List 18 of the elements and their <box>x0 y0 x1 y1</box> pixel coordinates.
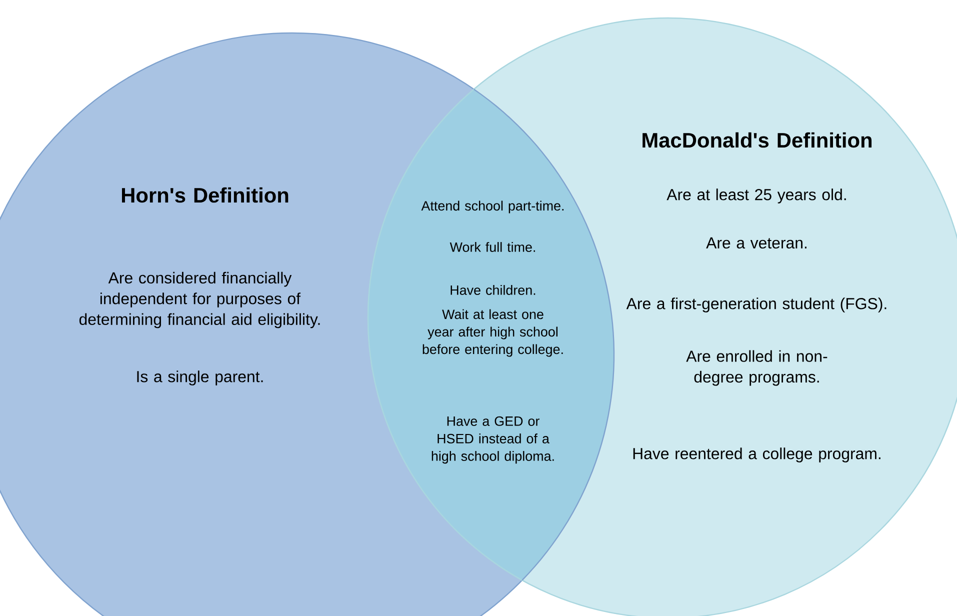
node-label: Are a veteran. <box>706 237 806 249</box>
circle-text: Horn's Definition Are considered financially independent for purposes of determining financial aid eligibility. Is a single parent. <box>79 187 320 386</box>
node-label: Horn's Definition <box>122 187 288 203</box>
node-label: Have children. <box>450 285 536 295</box>
node-label: Are enrolled in non-degree programs. <box>686 350 828 386</box>
node-label: Wait at least one year after high school before entering college. <box>422 309 563 357</box>
node-label: Work full time. <box>450 242 535 252</box>
node-label: Have reentered a college program. <box>633 448 880 462</box>
node-label: MacDonald's Definition <box>642 132 872 148</box>
circle-text: MacDonald's Definition Are at least 25 years old. Are a veteran. Are a first-generation student (FGS). Are enrolled in non-degree programs. Have reentered a college program. <box>626 132 886 462</box>
node-label: Is a single parent. <box>137 370 263 386</box>
node-label: Have a GED or HSED instead of a high school diploma. <box>432 416 554 464</box>
circle-text: Attend school part-time. Work full time. Have children. Wait at least one year after high school before entering college. Have a GED or HSED instead of a high school diploma. <box>421 200 564 464</box>
node-label: Are considered financially independent for purposes of determining financial aid eligibility. <box>79 272 320 328</box>
node-label: Are a first-generation student (FGS). <box>626 298 886 312</box>
overlap-region <box>367 88 615 581</box>
node-label: Attend school part-time. <box>421 200 564 214</box>
node-label: Are at least 25 years old. <box>666 188 846 204</box>
